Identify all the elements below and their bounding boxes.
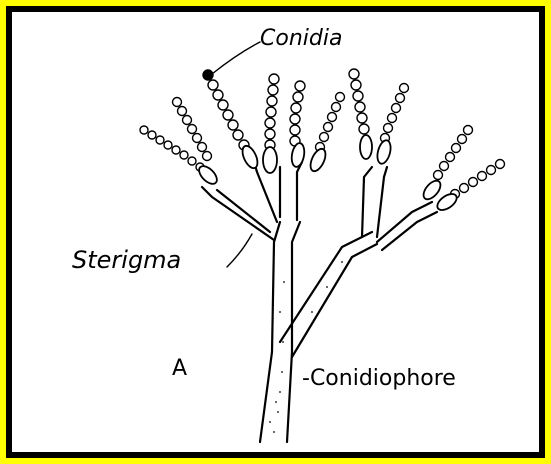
conidiophore-stalk-edge [287, 222, 300, 442]
conidiophore-stalk [260, 222, 280, 442]
far-right-metula [377, 202, 432, 242]
penicillium-illustration [12, 12, 539, 452]
left-metula-edge [217, 190, 270, 232]
left-metula [202, 187, 274, 240]
right-branch-edge [292, 244, 377, 357]
right-metula-edge [377, 167, 387, 237]
right-branch [280, 232, 372, 342]
sterigma-pointer [227, 234, 252, 267]
conidia-label: Conidia [260, 26, 342, 51]
right-metula [362, 167, 372, 237]
panel-letter-label: A [172, 356, 187, 381]
sterigma-label: Sterigma [72, 246, 181, 274]
conidiophore-label: -Conidiophore [302, 366, 456, 391]
diagram-canvas: Conidia Sterigma A -Conidiophore [10, 10, 541, 454]
conidia-pointer [212, 42, 260, 74]
center-metula-right [297, 162, 302, 220]
